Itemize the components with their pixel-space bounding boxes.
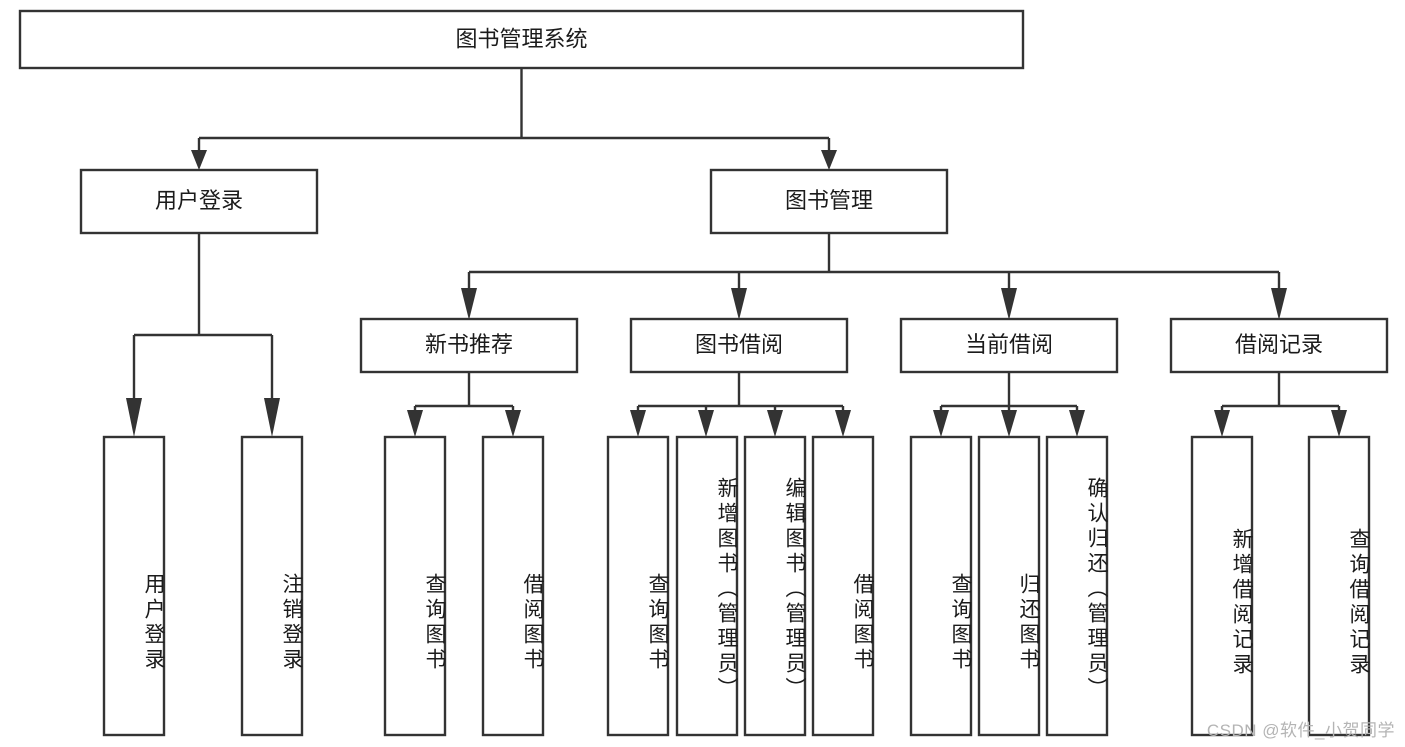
arrow-head-book-mgmt <box>821 150 837 170</box>
arrow-head-new-book-recommend <box>461 288 477 320</box>
label-borrow-record: 借阅记录 <box>1235 332 1323 357</box>
arrow-head-user-login <box>191 150 207 170</box>
csdn-watermark: CSDN @软件_小贺同学 <box>1206 721 1395 740</box>
node-book-management[interactable] <box>709 168 949 235</box>
arrow-head-leaf-return-book <box>1001 410 1017 437</box>
label-current-borrow: 当前借阅 <box>965 332 1053 357</box>
node-leaf-confirm-return[interactable] <box>1045 435 1109 737</box>
node-leaf-add-book[interactable] <box>675 435 739 737</box>
arrow-head-leaf-query-record <box>1331 410 1347 437</box>
node-leaf-return-book[interactable] <box>977 435 1041 737</box>
arrow-head-leaf-query-book-3 <box>933 410 949 437</box>
arrow-head-book-borrow <box>731 288 747 320</box>
node-borrow-record[interactable] <box>1169 317 1389 374</box>
node-leaf-query-record[interactable] <box>1307 435 1371 737</box>
label-root: 图书管理系统 <box>455 26 587 51</box>
arrow-head-leaf-query-book-1 <box>407 410 423 437</box>
arrow-head-leaf-borrow-book-2 <box>835 410 851 437</box>
arrow-head-current-borrow <box>1001 288 1017 320</box>
node-box-group <box>18 9 1389 737</box>
arrow-head-leaf-add-record <box>1214 410 1230 437</box>
node-user-login[interactable] <box>79 168 319 235</box>
node-leaf-add-record[interactable] <box>1190 435 1254 737</box>
node-leaf-query-book-3[interactable] <box>909 435 973 737</box>
arrow-head-leaf-user-login <box>126 398 142 437</box>
label-book-borrow: 图书借阅 <box>695 332 783 357</box>
node-leaf-query-book-1[interactable] <box>383 435 447 737</box>
connector-group <box>126 68 1347 437</box>
node-leaf-borrow-book-2[interactable] <box>811 435 875 737</box>
label-book-management: 图书管理 <box>785 188 873 213</box>
node-leaf-edit-book[interactable] <box>743 435 807 737</box>
arrow-head-leaf-confirm-return <box>1069 410 1085 437</box>
label-new-book-recommend: 新书推荐 <box>425 332 513 357</box>
node-new-book-recommend[interactable] <box>359 317 579 374</box>
arrow-head-leaf-edit-book <box>767 410 783 437</box>
node-leaf-user-login[interactable] <box>102 435 166 737</box>
horizontal-label-group: 图书管理系统 用户登录 图书管理 新书推荐 图书借阅 当前借阅 借阅记录 <box>155 26 1323 357</box>
node-current-borrow[interactable] <box>899 317 1119 374</box>
arrow-head-leaf-borrow-book-1 <box>505 410 521 437</box>
node-leaf-user-logout[interactable] <box>240 435 304 737</box>
arrow-head-leaf-add-book <box>698 410 714 437</box>
node-leaf-borrow-book-1[interactable] <box>481 435 545 737</box>
arrow-head-leaf-query-book-2 <box>630 410 646 437</box>
arrow-head-borrow-record <box>1271 288 1287 320</box>
node-root-book-management-system[interactable] <box>18 9 1025 70</box>
node-leaf-query-book-2[interactable] <box>606 435 670 737</box>
node-book-borrow[interactable] <box>629 317 849 374</box>
arrow-head-leaf-user-logout <box>264 398 280 437</box>
label-user-login: 用户登录 <box>155 188 243 213</box>
